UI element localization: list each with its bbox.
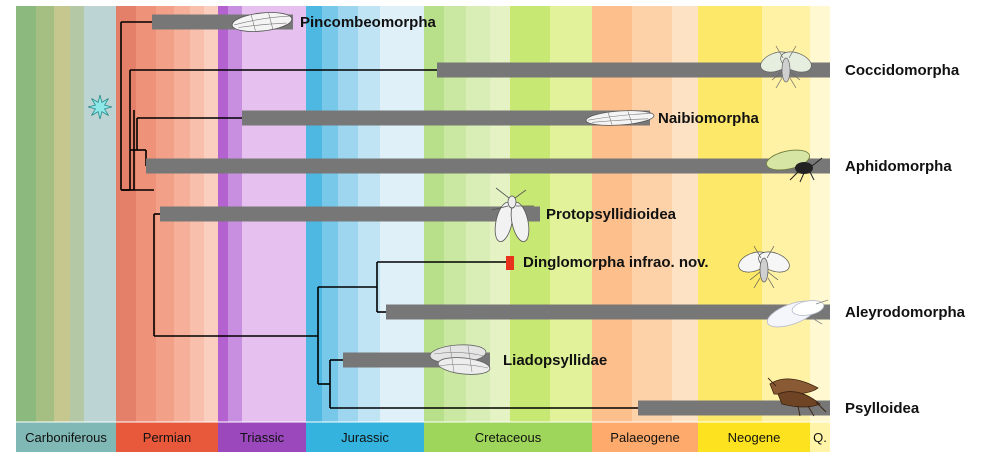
range-bars [146,14,830,416]
pincombeomorpha-wing-icon [231,12,293,32]
taxon-label: Psylloidea [845,400,920,417]
taxon-label: Protopsyllidioidea [546,206,677,223]
cladogram-tree [87,21,638,409]
taxon-label: Dinglomorpha infrao. nov. [523,254,709,271]
root-star-icon [87,94,113,120]
period-box [116,422,218,452]
psylloidea-insect-icon [767,377,827,417]
aleyrodomorpha-insect-icon [766,299,829,328]
range-bar [437,62,830,78]
period-label: Palaeogene [610,430,679,445]
period-label: Neogene [728,430,781,445]
new-taxon-marker [506,256,514,270]
taxon-label: Liadopsyllidae [503,352,607,369]
period-label: Triassic [240,430,285,445]
period-bar: Carboniferous Permian Triassic Jurassic Cret… [16,421,830,452]
taxon-label: Coccidomorpha [845,62,960,79]
period-box [306,422,424,452]
period-label: Carboniferous [25,430,107,445]
taxon-label: Aleyrodomorpha [845,304,966,321]
liadopsyllidae-wing-icon [429,344,491,375]
protopsyllidioidea-insect-icon [491,187,534,243]
naibiomorpha-wing-icon [585,110,655,126]
period-box [218,422,306,452]
period-label: Jurassic [341,430,389,445]
period-box [698,422,810,452]
range-bar [146,158,830,174]
period-box [592,422,698,452]
range-bar [160,206,540,222]
period-label: Permian [143,430,191,445]
period-box [810,422,830,452]
aphidomorpha-insect-icon [765,149,823,183]
range-bar [386,304,830,320]
period-box [16,422,116,452]
taxon-label: Naibiomorpha [658,110,759,127]
insect-illustrations [231,12,829,417]
taxon-label: Aphidomorpha [845,158,952,175]
coccidomorpha-insect-icon [760,45,812,89]
period-label: Q. [813,430,827,445]
taxon-label: Pincombeomorpha [300,14,437,31]
dinglomorpha-insect-icon [738,245,790,289]
period-box [424,422,592,452]
period-label: Cretaceous [475,430,542,445]
taxon-labels: PincombeomorphaCoccidomorphaNaibiomorpha… [300,14,966,417]
range-bar [242,110,650,126]
